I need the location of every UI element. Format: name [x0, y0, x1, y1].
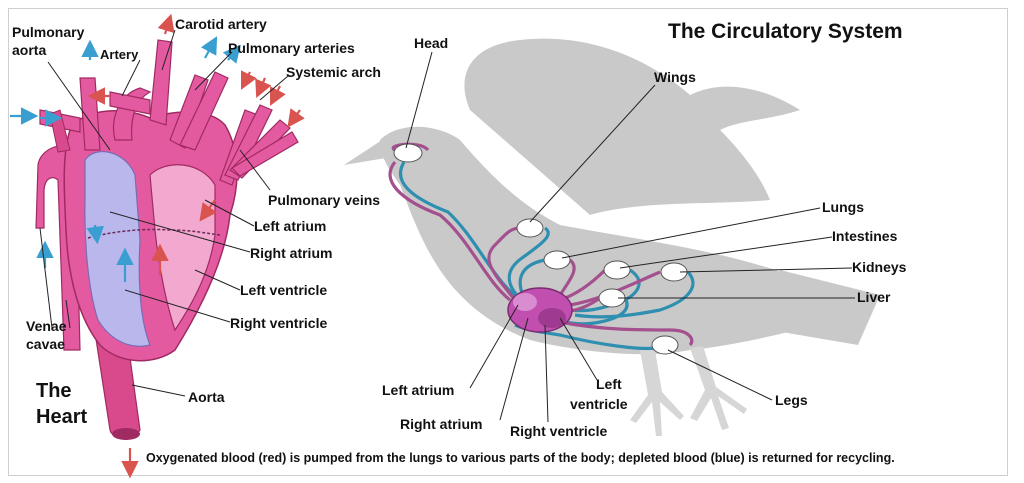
label-bird-left-ventricle-line2: ventricle [570, 396, 628, 412]
label-venae-cavae-line2: cavae [26, 336, 65, 352]
label-legs: Legs [775, 392, 808, 408]
diagram-title: The Circulatory System [668, 20, 903, 43]
label-bird-right-ventricle: Right ventricle [510, 423, 608, 439]
bird-leader-lines [405, 51, 855, 423]
label-wings: Wings [654, 69, 696, 85]
heart-title: The Heart [36, 378, 87, 430]
bird-silhouette [344, 38, 880, 436]
label-artery: Artery [100, 47, 139, 62]
label-intestines: Intestines [832, 228, 898, 244]
caption: Oxygenated blood (red) is pumped from th… [146, 451, 895, 465]
label-pulmonary-veins: Pulmonary veins [268, 192, 381, 208]
label-heart-right-atrium: Right atrium [250, 245, 333, 261]
heart-title-line2: Heart [36, 406, 88, 428]
label-carotid-artery: Carotid artery [175, 16, 267, 32]
label-liver: Liver [857, 289, 891, 305]
bird-heart [507, 287, 573, 333]
label-bird-left-ventricle-line1: Left [596, 376, 622, 392]
heart-flow-arrows [10, 13, 305, 479]
label-heart-right-ventricle: Right ventricle [230, 315, 328, 331]
label-pulmonary-aorta-line1: Pulmonary [12, 24, 85, 40]
label-pulmonary-aorta-line2: aorta [12, 42, 47, 58]
heart-title-line1: The [36, 380, 72, 402]
label-kidneys: Kidneys [852, 259, 907, 275]
bird-capillary-beds [393, 143, 688, 355]
label-lungs: Lungs [822, 199, 864, 215]
label-venae-cavae-line1: Venae [26, 318, 67, 334]
label-systemic-arch: Systemic arch [286, 64, 381, 80]
label-bird-right-atrium: Right atrium [400, 416, 483, 432]
heart-leader-lines [39, 29, 289, 397]
label-heart-left-atrium: Left atrium [254, 218, 327, 234]
label-heart-left-ventricle: Left ventricle [240, 282, 328, 298]
label-head: Head [414, 35, 449, 51]
label-pulmonary-arteries: Pulmonary arteries [228, 40, 355, 56]
label-aorta: Aorta [188, 389, 225, 405]
label-bird-left-atrium: Left atrium [382, 382, 455, 398]
